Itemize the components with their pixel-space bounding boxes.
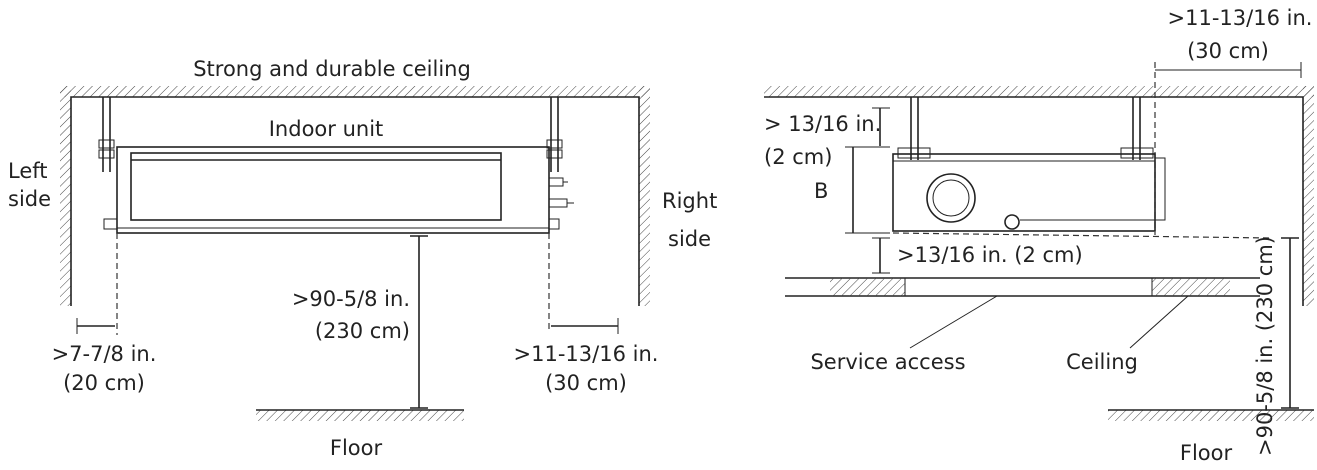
- right-view: >11-13/16 in. (30 cm) > 13/16 in. (2 cm)…: [764, 6, 1314, 465]
- top-clearance-label-1: >11-13/16 in.: [1168, 6, 1313, 30]
- left-wall-hatch: [60, 86, 71, 306]
- left-ceiling-hatch: [60, 86, 650, 97]
- left-clearance-label-1: >7-7/8 in.: [52, 342, 157, 366]
- unit-bottom-line: [892, 232, 1271, 239]
- indoor-unit-side: [892, 153, 1166, 232]
- service-access-leader: [909, 295, 998, 349]
- right-floor-hatch: [1108, 410, 1314, 421]
- right-view-ceiling-hatch: [764, 86, 1314, 97]
- right-view-ceiling-outline: [764, 96, 1304, 306]
- floor-height-label-2: (230 cm): [315, 319, 410, 343]
- indoor-unit-front: [103, 146, 574, 234]
- right-floor-height-label: >90-5/8 in. (230 cm): [1253, 236, 1277, 456]
- false-ceiling: [785, 277, 1260, 297]
- right-side-label-2: side: [668, 227, 711, 251]
- upper-gap-label-1: > 13/16 in.: [764, 112, 881, 136]
- right-wall-hatch: [639, 86, 650, 306]
- left-ceiling-outline: [70, 96, 640, 306]
- ceiling-label-right: Ceiling: [1066, 350, 1138, 374]
- ceiling-leader: [1129, 295, 1189, 349]
- left-side-label-1: Left: [8, 159, 48, 183]
- right-view-hanger-rods: [897, 97, 1154, 160]
- service-access-label: Service access: [810, 350, 965, 374]
- top-clearance-label-2: (30 cm): [1187, 39, 1269, 63]
- indoor-unit-label: Indoor unit: [269, 117, 384, 141]
- floor-height-label-1: >90-5/8 in.: [292, 287, 410, 311]
- left-clearance-label-2: (20 cm): [63, 371, 145, 395]
- upper-gap-label-2: (2 cm): [764, 145, 832, 169]
- left-side-label-2: side: [8, 187, 51, 211]
- right-side-label-1: Right: [662, 189, 717, 213]
- right-view-wall-hatch: [1303, 86, 1314, 306]
- ceiling-label: Strong and durable ceiling: [193, 57, 471, 81]
- right-clearance-label-1: >11-13/16 in.: [514, 342, 659, 366]
- left-hanger-rods: [98, 97, 563, 172]
- left-floor-label: Floor: [330, 436, 383, 460]
- right-clearance-label-2: (30 cm): [545, 371, 627, 395]
- lower-gap-label: >13/16 in. (2 cm): [897, 243, 1083, 267]
- b-dim-label: B: [814, 179, 828, 203]
- right-floor-label: Floor: [1180, 441, 1233, 465]
- left-view: Strong and durable ceiling Indoor unit L…: [8, 57, 717, 460]
- left-floor-hatch: [256, 410, 464, 421]
